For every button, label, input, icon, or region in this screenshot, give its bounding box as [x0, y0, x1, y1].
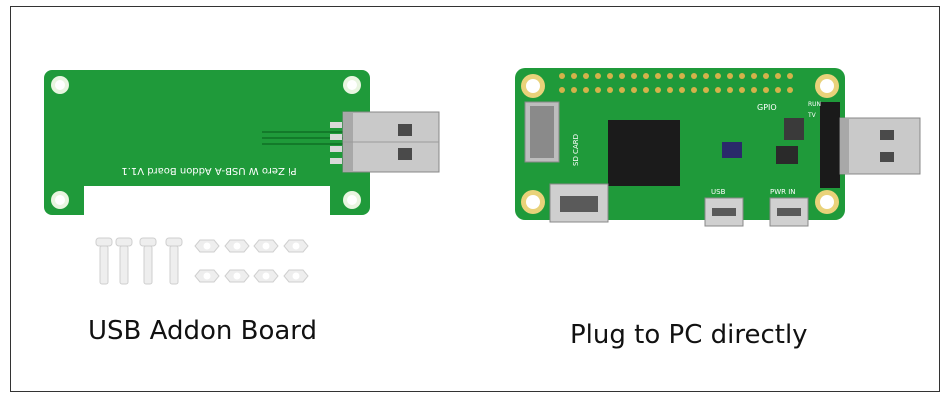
gpio-label: GPIO [757, 103, 777, 112]
screw [165, 237, 183, 285]
nut [194, 269, 220, 283]
nylon-nuts [194, 239, 309, 283]
screw [139, 237, 157, 285]
screw [95, 237, 113, 285]
addon-pcb-silkscreen: Pi Zero W USB-A Addon Board V1.1 [121, 165, 296, 176]
nut [253, 239, 279, 253]
gpio-header [559, 73, 793, 93]
addon-pcb [44, 70, 370, 216]
caption-plug-to-pc: Plug to PC directly [570, 320, 808, 350]
nylon-screws [95, 237, 183, 285]
nut [253, 269, 279, 283]
tv-label: TV [807, 112, 817, 119]
nut [194, 239, 220, 253]
nut [224, 269, 250, 283]
usb-a-plug-left [342, 111, 440, 173]
nut [283, 269, 309, 283]
pwr-in-label: PWR IN [770, 188, 796, 196]
pi-zero-board [515, 68, 845, 227]
usb-a-plug-right [839, 117, 921, 175]
run-label: RUN [808, 101, 821, 108]
nut [224, 239, 250, 253]
screw [115, 237, 133, 285]
usb-port-label: USB [711, 188, 726, 196]
nut [283, 239, 309, 253]
caption-usb-addon-board: USB Addon Board [88, 316, 318, 346]
sd-card-label: SD CARD [572, 134, 580, 166]
